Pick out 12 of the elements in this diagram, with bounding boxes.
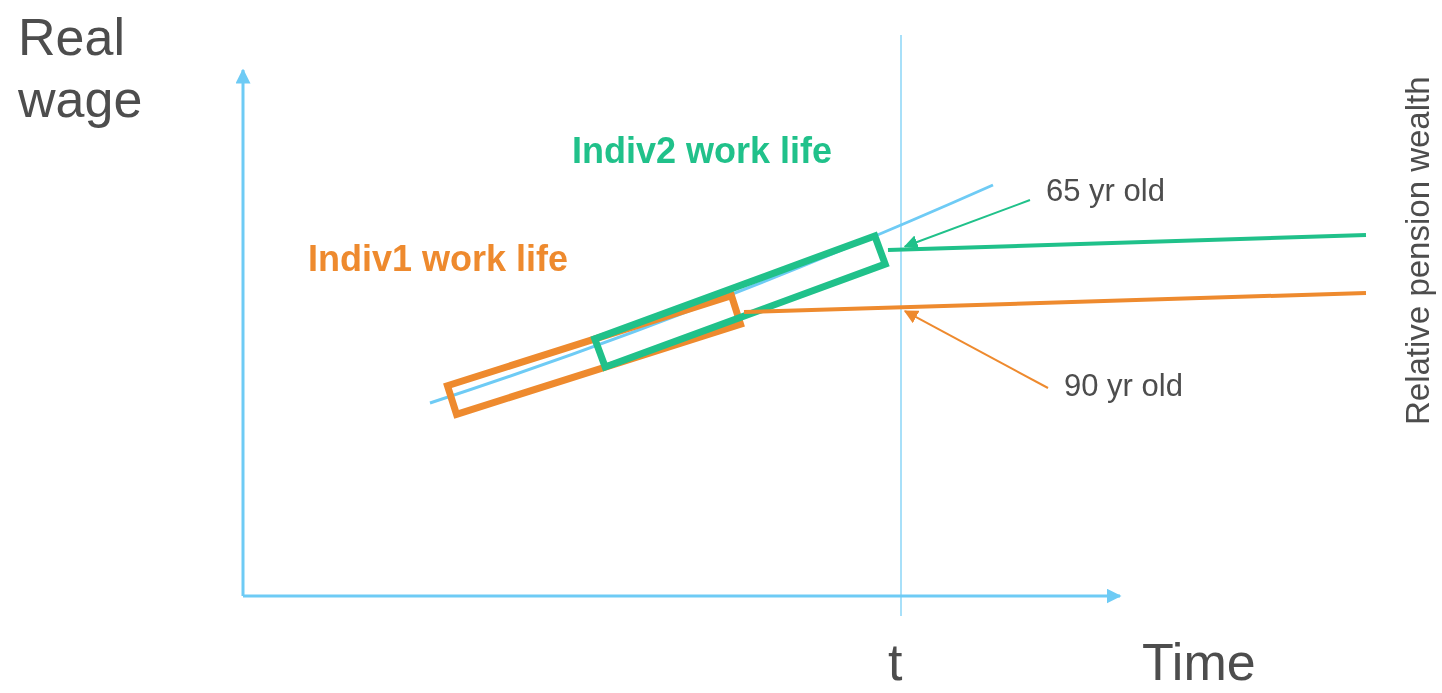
axis-label: Relative pension wealth (1398, 75, 1437, 425)
axis-label: Real wage (18, 7, 144, 130)
annotation-text: Indiv1 work life (308, 238, 569, 279)
annotation-text: 90 yr old (1064, 368, 1183, 403)
leader-arrow (903, 199, 1031, 249)
annotation-text: 65 yr old (1046, 173, 1165, 208)
axis-label: Time (1142, 632, 1256, 692)
pension-line (887, 233, 1367, 252)
pension-line (743, 291, 1367, 314)
leader-arrow (903, 310, 1049, 389)
axis-label: t (888, 632, 903, 692)
annotation-text: Indiv2 work life (572, 130, 833, 171)
